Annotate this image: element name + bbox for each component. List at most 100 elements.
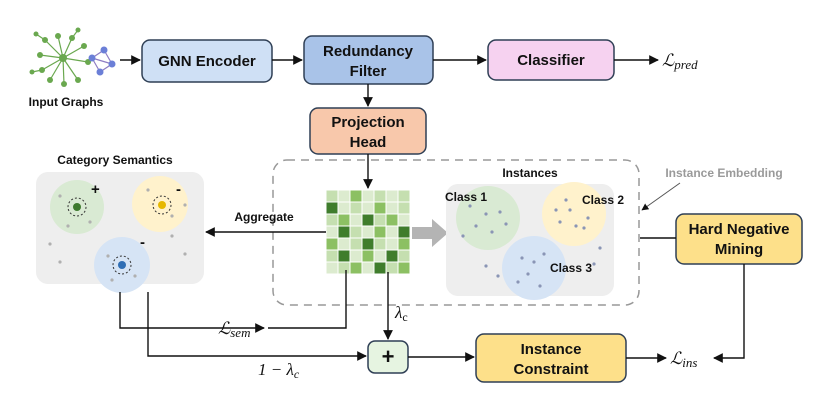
- loss-sem: ℒsem: [218, 319, 250, 340]
- instance-embedding-pointer: [641, 182, 681, 211]
- matrix-cell: [397, 225, 411, 239]
- matrix-cell: [373, 261, 387, 275]
- instance-points: [461, 198, 602, 288]
- svg-text:ℒsem: ℒsem: [218, 319, 250, 340]
- grey-arrow-to-instances: [412, 219, 448, 247]
- matrix-cell: [397, 213, 411, 227]
- matrix-cell: [349, 237, 363, 251]
- matrix-cell: [325, 213, 339, 227]
- matrix-cell: [385, 225, 399, 239]
- redundancy-filter-box: Redundancy Filter: [303, 35, 434, 85]
- svg-text:ℒpred: ℒpred: [662, 51, 698, 72]
- matrix-cell: [337, 237, 351, 251]
- gnn-encoder-label: GNN Encoder: [158, 53, 256, 70]
- svg-text:λc: λc: [394, 303, 408, 324]
- class2-label: Class 2: [582, 193, 624, 207]
- matrix-cell: [361, 189, 375, 203]
- projection-head-line1: Projection: [331, 114, 404, 131]
- matrix-cell: [325, 225, 339, 239]
- matrix-cell: [385, 249, 399, 263]
- arrow-semantics-to-plus: [147, 292, 367, 361]
- input-graphs-label: Input Graphs: [29, 95, 104, 109]
- category-yellow-cluster: -: [132, 176, 188, 232]
- matrix-cell: [349, 201, 363, 215]
- projection-head-line2: Head: [350, 134, 387, 151]
- matrix-cell: [385, 213, 399, 227]
- matrix-cell: [361, 213, 375, 227]
- blue-centroid: [118, 261, 126, 269]
- matrix-cell: [373, 225, 387, 239]
- category-semantics-title: Category Semantics: [57, 153, 173, 167]
- matrix-cell: [337, 201, 351, 215]
- matrix-cell: [337, 213, 351, 227]
- yellow-centroid: [158, 201, 166, 209]
- hard-negative-mining-line2: Mining: [715, 241, 763, 258]
- matrix-cell: [361, 237, 375, 251]
- matrix-cell: [385, 201, 399, 215]
- class3-label: Class 3: [550, 261, 592, 275]
- svg-text:ℒins: ℒins: [670, 349, 697, 370]
- class1-label: Class 1: [445, 190, 487, 204]
- instance-constraint-box: Instance Constraint: [475, 333, 627, 383]
- green-centroid: [73, 203, 81, 211]
- matrix-cell: [361, 225, 375, 239]
- svg-text:1 − λc: 1 − λc: [258, 360, 300, 381]
- category-scatter-points: [48, 188, 187, 282]
- redundancy-filter-line2: Filter: [350, 63, 387, 80]
- matrix-cell: [349, 249, 363, 263]
- matrix-cell: [373, 201, 387, 215]
- sum-node: +: [367, 340, 409, 374]
- class1-cluster: [456, 186, 520, 250]
- one-minus-lambda-label: 1 − λc: [258, 360, 300, 381]
- matrix-cell: [361, 201, 375, 215]
- arrow-mining-to-lins: [713, 264, 745, 363]
- sum-node-symbol: +: [382, 344, 395, 369]
- matrix-cell: [385, 189, 399, 203]
- matrix-cell: [373, 237, 387, 251]
- input-graph-icon: [29, 27, 116, 87]
- matrix-cell: [397, 249, 411, 263]
- matrix-cell: [325, 201, 339, 215]
- category-green-cluster: +: [50, 180, 104, 234]
- hard-negative-mining-line1: Hard Negative: [689, 221, 790, 238]
- matrix-cell: [373, 189, 387, 203]
- similarity-matrix: [325, 189, 411, 275]
- matrix-cell: [337, 189, 351, 203]
- blue-sign: -: [140, 234, 145, 251]
- matrix-cell: [397, 189, 411, 203]
- classifier-label: Classifier: [517, 52, 585, 69]
- loss-pred: ℒpred: [662, 51, 698, 72]
- loss-ins: ℒins: [670, 349, 697, 370]
- hard-negative-mining-box: Hard Negative Mining: [675, 213, 803, 265]
- matrix-cell: [349, 189, 363, 203]
- matrix-cell: [325, 261, 339, 275]
- matrix-cell: [397, 237, 411, 251]
- lambda-label: λc: [394, 303, 408, 324]
- matrix-cell: [361, 249, 375, 263]
- instance-constraint-line2: Constraint: [514, 361, 589, 378]
- matrix-cell: [337, 225, 351, 239]
- instances-title: Instances: [502, 166, 558, 180]
- projection-head-box: Projection Head: [309, 107, 427, 155]
- instance-constraint-line1: Instance: [521, 341, 582, 358]
- matrix-cell: [349, 213, 363, 227]
- green-sign: +: [91, 181, 100, 198]
- classifier-box: Classifier: [487, 39, 615, 81]
- aggregate-label: Aggregate: [234, 210, 294, 224]
- gnn-encoder-box: GNN Encoder: [141, 39, 273, 83]
- matrix-cell: [325, 249, 339, 263]
- yellow-sign: -: [176, 181, 181, 198]
- matrix-cell: [397, 201, 411, 215]
- class3-cluster: [502, 236, 566, 300]
- matrix-cell: [373, 213, 387, 227]
- matrix-cell: [325, 189, 339, 203]
- instance-embedding-label: Instance Embedding: [665, 166, 782, 180]
- class2-cluster: [542, 182, 606, 246]
- category-blue-cluster: -: [94, 234, 150, 293]
- matrix-cell: [337, 261, 351, 275]
- matrix-cell: [337, 249, 351, 263]
- arrow-semantics-to-lsem: [119, 292, 265, 333]
- matrix-cell: [349, 225, 363, 239]
- matrix-cell: [397, 261, 411, 275]
